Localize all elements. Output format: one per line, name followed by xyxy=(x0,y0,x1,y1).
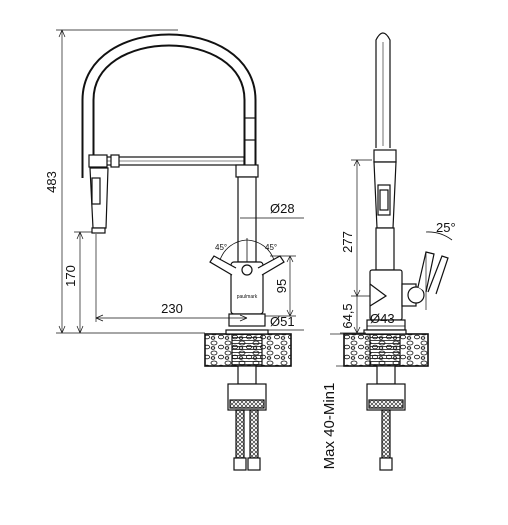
spray-head xyxy=(88,154,108,168)
side-hose xyxy=(381,409,391,459)
side-view xyxy=(343,32,449,471)
dim-total-height: 483 xyxy=(44,171,59,193)
angle-right-label: 45° xyxy=(265,243,277,252)
lever-left xyxy=(209,255,237,276)
dim-lever-height: 95 xyxy=(274,279,289,293)
dim-reach: 230 xyxy=(161,301,183,316)
dim-countertop-thickness: Max 40-Min1 xyxy=(321,383,338,470)
front-view xyxy=(81,33,292,471)
side-column xyxy=(375,227,395,271)
side-dimension-lines xyxy=(330,159,453,367)
dim-side-height: 277 xyxy=(340,231,355,253)
dim-body-diameter: Ø43 xyxy=(370,311,395,326)
side-mount-nut xyxy=(369,333,401,367)
lever-right xyxy=(257,255,285,276)
mounting-shank xyxy=(237,365,257,385)
brand-logo: paulmark xyxy=(237,294,258,300)
side-spray-head xyxy=(373,149,397,163)
body-upper xyxy=(235,164,259,178)
dim-spout-diameter: Ø28 xyxy=(270,201,295,216)
hose-left xyxy=(235,409,245,459)
hose-right xyxy=(249,409,259,459)
mount-nut xyxy=(231,333,263,367)
dim-spout-height: 170 xyxy=(63,265,78,287)
front-dimension-lines xyxy=(56,29,304,334)
body-base xyxy=(228,313,266,327)
dim-lever-tilt: 25° xyxy=(436,220,456,235)
angle-left-label: 45° xyxy=(215,243,227,252)
dim-base-height: 64,5 xyxy=(340,303,355,328)
dim-base-diameter: Ø51 xyxy=(270,314,295,329)
